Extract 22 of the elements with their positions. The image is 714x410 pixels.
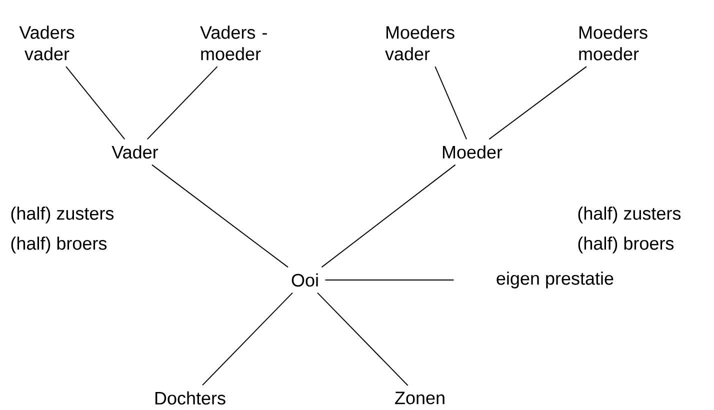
relation-note: (half) broers [11, 236, 107, 254]
tree-label: Vaders vader [19, 26, 74, 60]
connector-line [66, 66, 126, 140]
connector-line [202, 292, 294, 386]
connector-line [434, 66, 467, 140]
tree-label: Vaders - moeder [200, 26, 267, 60]
tree-label: Ooi [292, 273, 318, 287]
connector-line [146, 66, 218, 140]
tree-label: Vader [112, 145, 158, 159]
tree-label: Moeders vader [385, 26, 454, 60]
tree-label: eigen prestatie [496, 272, 614, 288]
connector-line [152, 164, 288, 268]
relation-note: (half) zusters [11, 206, 114, 224]
connector-line [317, 292, 408, 386]
relation-note: (half) zusters [578, 206, 681, 224]
connector-line [488, 66, 587, 140]
connector-line [321, 164, 456, 268]
tree-label: Moeders moeder [579, 26, 648, 60]
tree-label: Moeder [442, 145, 502, 159]
tree-label: Zonen [395, 392, 444, 404]
tree-label: Dochters [155, 391, 226, 405]
relation-note: (half) broers [578, 236, 674, 254]
